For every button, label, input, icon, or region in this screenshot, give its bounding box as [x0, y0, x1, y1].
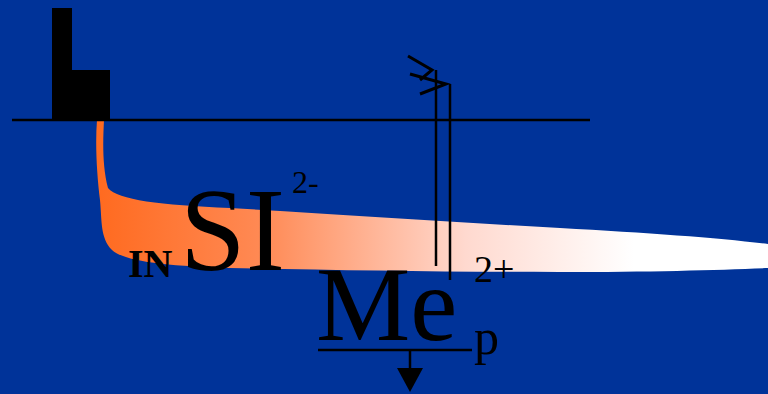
subscript-label: p — [474, 312, 499, 362]
boundary-line — [435, 70, 438, 266]
species-label: SI — [180, 172, 285, 290]
charge-label: 2- — [292, 166, 319, 198]
down-arrow-head — [397, 368, 423, 392]
dimension-arrow — [410, 74, 446, 94]
metal-label: Me — [316, 252, 457, 358]
ion-label: IN — [128, 244, 172, 284]
charge-label: 2+ — [474, 250, 514, 288]
surface-line — [12, 119, 590, 122]
boundary-line — [449, 84, 452, 280]
electrode-foot — [52, 70, 110, 120]
